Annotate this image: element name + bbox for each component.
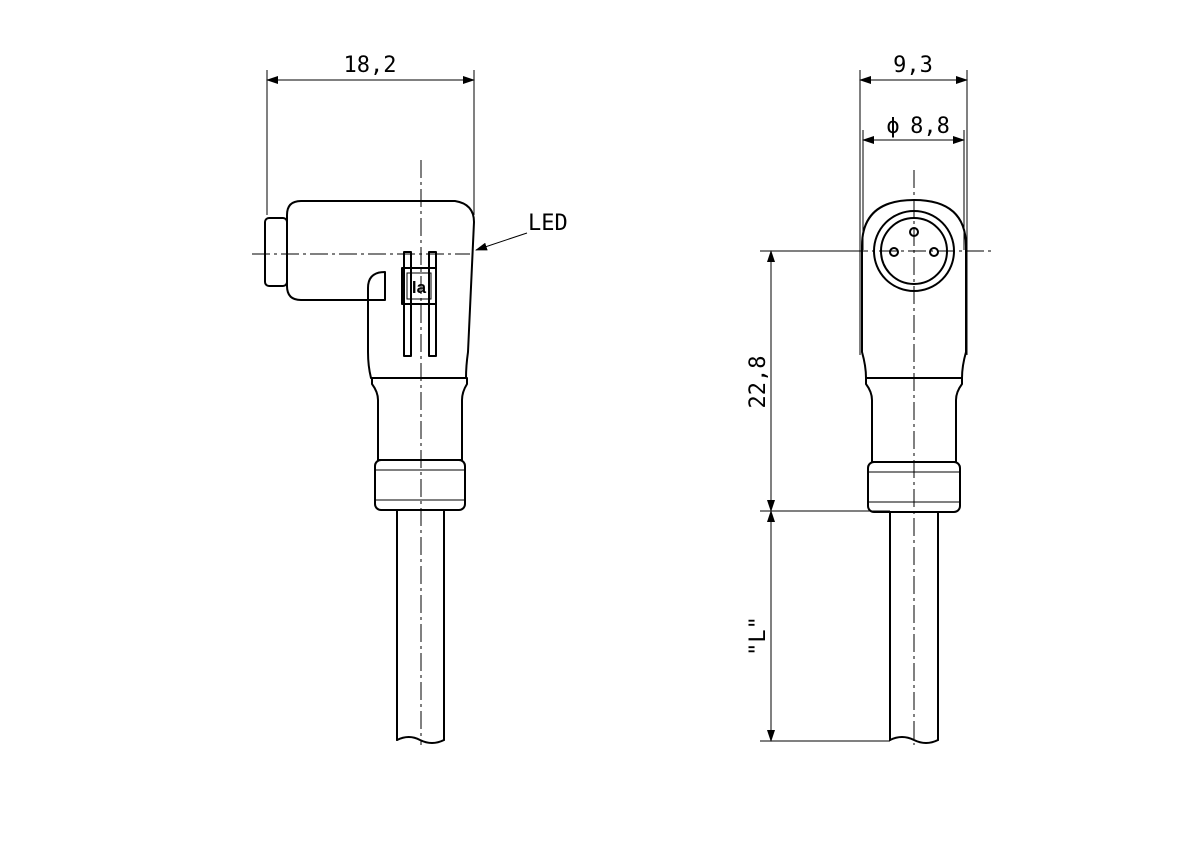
brand-logo-text: la xyxy=(412,278,427,297)
front-housing xyxy=(861,199,967,379)
height-label: 22,8 xyxy=(746,356,771,409)
socket-outer-ring xyxy=(873,210,955,292)
front-cable xyxy=(889,511,939,744)
length-label: "L" xyxy=(746,616,771,656)
front-knurled-nut xyxy=(867,461,961,513)
led-callout: LED xyxy=(475,211,568,251)
side-cable xyxy=(396,509,445,744)
angled-connector-body: la xyxy=(264,200,475,379)
diameter-label: 8,8 xyxy=(910,114,950,139)
side-sleeve xyxy=(371,377,468,511)
brand-logo xyxy=(401,267,437,305)
front-width-label: 9,3 xyxy=(893,53,933,78)
height-dimension: 22,8 xyxy=(746,250,890,512)
pin-top xyxy=(909,227,919,237)
pin-right xyxy=(929,247,939,257)
diameter-dimension: ϕ 8,8 xyxy=(862,114,965,250)
side-width-label: 18,2 xyxy=(344,53,397,78)
side-width-dimension: 18,2 xyxy=(266,53,475,215)
side-knurled-nut xyxy=(374,459,466,511)
front-view: 9,3 ϕ 8,8 xyxy=(746,53,994,745)
front-sleeve xyxy=(865,377,963,513)
diameter-symbol: ϕ xyxy=(886,114,899,139)
pin-left xyxy=(889,247,899,257)
side-view: 18,2 la LED xyxy=(252,53,568,745)
socket-inner-ring xyxy=(880,217,948,285)
length-dimension: "L" xyxy=(746,510,890,742)
led-label: LED xyxy=(528,211,568,236)
